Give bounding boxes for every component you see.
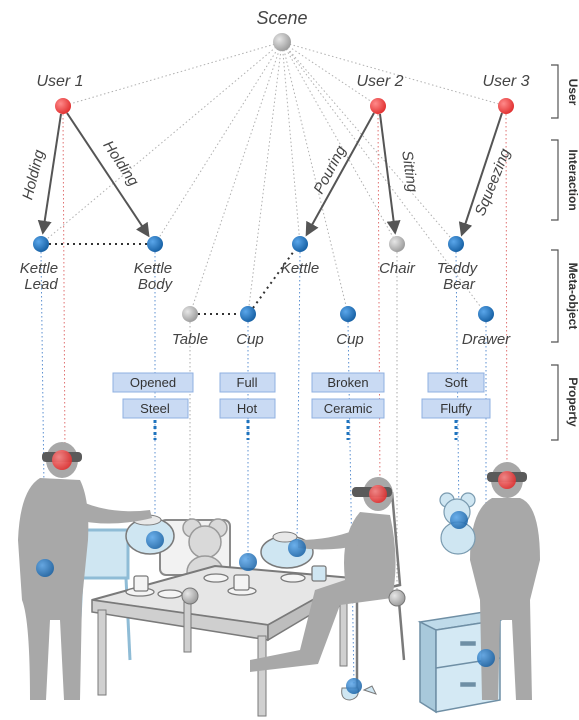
user-3-label: User 3 [482,73,529,90]
level-label-property: Property [566,377,579,427]
svg-text:Hot: Hot [237,401,258,416]
scene-node [273,33,291,51]
user-2-node [370,98,386,114]
object-relations [49,243,295,315]
property-kettle-body-opened: Opened [112,372,194,393]
svg-text:Soft: Soft [444,375,468,390]
svg-text:Ceramic: Ceramic [324,401,373,416]
property-kettle-body-steel: Steel [122,398,189,419]
level-label-meta-object: Meta-object [566,263,579,330]
svg-text:Broken: Broken [327,375,368,390]
object-cup-2-node [340,306,356,322]
object-teddy-bear-node [448,236,464,252]
interaction-label-holding-lead: Holding [19,148,48,202]
object-cup-2-label: Cup [336,331,364,348]
scene-illustration [18,442,540,717]
user-1-node [55,98,71,114]
object-drawer-node [478,306,494,322]
object-chair-label: Chair [379,260,416,277]
interaction-arrows [37,112,503,238]
property-stubs [153,420,458,440]
object-cup-1-label: Cup [236,331,264,348]
level-label-user: User [566,79,579,106]
property-cup-hot: Hot [219,398,276,419]
interaction-label-holding-body: Holding [99,138,142,190]
property-bear-soft: Soft [427,372,485,393]
tableware-illustration [125,565,327,599]
svg-text:Fluffy: Fluffy [440,401,472,416]
level-label-interaction: Interaction [566,149,579,210]
object-chair-node [389,236,405,252]
object-kettle-node [292,236,308,252]
property-boxes: Opened Steel Full Hot Broken Ceramic Sof… [112,372,491,419]
grounding-markers [36,450,516,694]
object-cup-1-node [240,306,256,322]
object-table-node [182,306,198,322]
object-kettle-lead-node [33,236,49,252]
property-cup-ceramic: Ceramic [311,398,385,419]
object-kettle-body-node [147,236,163,252]
svg-text:Steel: Steel [140,401,170,416]
object-kettle-label: Kettle [281,260,319,277]
user-1-label: User 1 [36,73,83,90]
object-drawer-label: Drawer [462,331,511,348]
svg-text:Full: Full [237,375,258,390]
object-table-label: Table [172,331,208,348]
interaction-label-pouring: Pouring [310,142,350,196]
object-kettle-lead-label: Kettle Lead [20,260,63,293]
svg-text:Opened: Opened [130,375,176,390]
scene-label: Scene [256,8,307,28]
interaction-label-squeezing: Squeezing [472,146,515,219]
object-kettle-body-label: Kettle Body [134,260,177,293]
interaction-label-sitting: Sitting [398,150,421,194]
property-bear-fluffy: Fluffy [421,398,491,419]
property-cup-full: Full [219,372,276,393]
property-cup-broken: Broken [311,372,385,393]
user-3-node [498,98,514,114]
user-2-label: User 2 [356,73,403,90]
object-teddy-bear-label: Teddy Bear [437,260,481,293]
scene-links [40,41,507,315]
person-1-silhouette [18,442,152,700]
level-brackets [551,64,559,441]
